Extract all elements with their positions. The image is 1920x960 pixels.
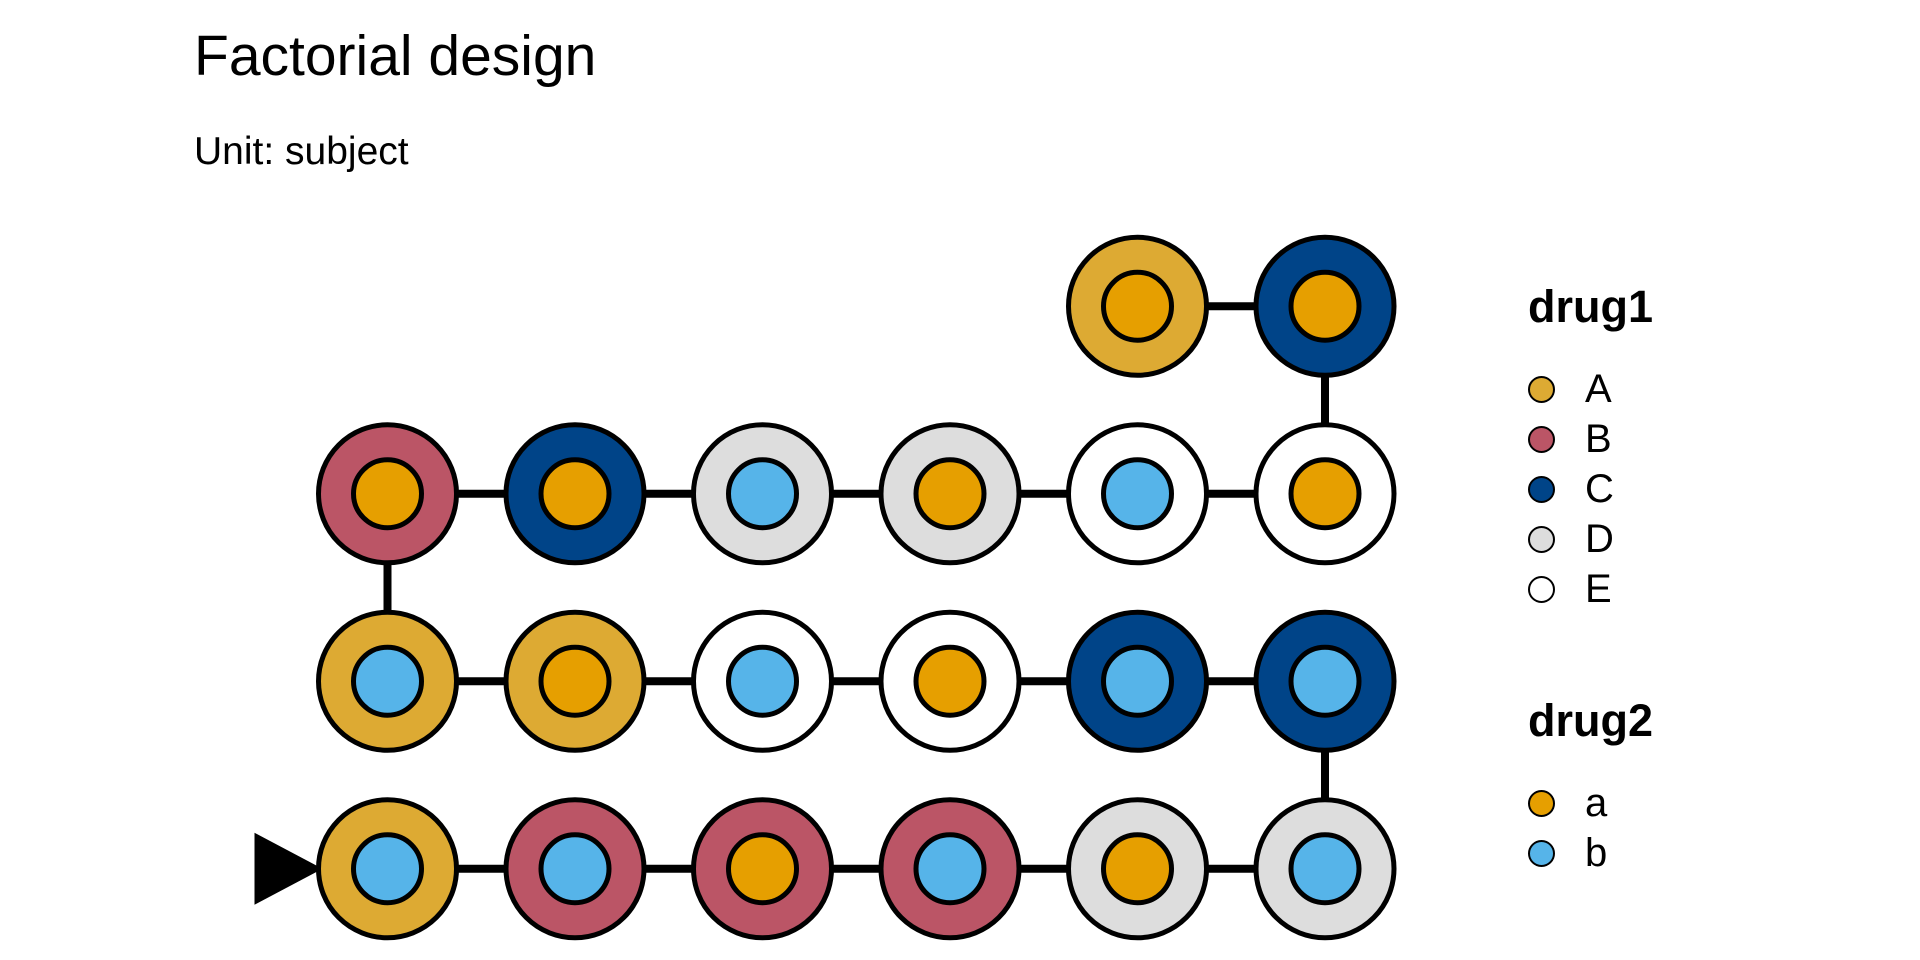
unit-node [503,797,647,941]
unit-node [1066,797,1209,941]
legend-item-label: a [1585,780,1608,825]
node-inner-dot [726,644,799,718]
legend-title-drug1: drug1 [1528,281,1654,332]
unit-node [691,797,834,941]
node-inner-dot [1101,644,1174,718]
unit-node [1253,234,1397,378]
legend-item-label: C [1585,466,1614,511]
unit-node [316,609,459,753]
node-inner-dot [1288,269,1362,343]
unit-node [503,609,647,753]
edge-layer [383,302,1329,873]
legend-dot-icon [1528,839,1555,867]
legend-item-label: A [1585,366,1612,411]
legend-item: D [1528,514,1653,564]
legend-item: A [1528,364,1653,414]
node-inner-dot [1288,832,1362,906]
node-inner-dot [351,832,424,906]
node-inner-dot [913,832,987,906]
unit-node [691,422,834,566]
node-inner-dot [538,644,612,718]
legend-dot-icon [1528,475,1555,503]
unit-node [1066,234,1209,378]
legend-item-label: D [1585,516,1614,561]
unit-node [1253,422,1397,566]
legend-item-label: E [1585,566,1612,611]
node-inner-dot [351,457,424,531]
legend-item: E [1528,564,1653,614]
node-inner-dot [538,832,612,906]
node-inner-dot [1288,457,1362,531]
legend-item: b [1528,828,1653,878]
node-inner-dot [1101,269,1174,343]
node-inner-dot [726,832,799,906]
node-inner-dot [1288,644,1362,718]
node-inner-dot [913,644,987,718]
unit-node [878,797,1022,941]
legend-item-label: B [1585,416,1612,461]
unit-node [1253,797,1397,941]
legend-dot-icon [1528,789,1555,817]
unit-node [316,422,459,566]
unit-node [1066,422,1209,566]
node-inner-dot [1101,457,1174,531]
unit-node [1066,609,1209,753]
legend-item-label: b [1585,830,1608,875]
node-inner-dot [1101,832,1174,906]
legend-dot-icon [1528,525,1555,553]
node-inner-dot [726,457,799,531]
unit-node [316,797,459,941]
node-inner-dot [351,644,424,718]
legend-item: B [1528,414,1653,464]
figure-title: Factorial design [194,24,597,88]
unit-node [878,422,1022,566]
start-triangle-icon [254,832,323,905]
legend-item: C [1528,464,1653,514]
unit-node [691,609,834,753]
node-inner-dot [538,457,612,531]
unit-node [878,609,1022,753]
unit-subtitle: Unit: subject [194,130,409,173]
legend-item: a [1528,778,1653,828]
legend-dot-icon [1528,425,1555,453]
legend-dot-icon [1528,375,1555,403]
legend-title-drug2: drug2 [1528,695,1654,746]
node-inner-dot [913,457,987,531]
legend-dot-icon [1528,575,1555,603]
unit-node [1253,609,1397,753]
unit-node [503,422,647,566]
